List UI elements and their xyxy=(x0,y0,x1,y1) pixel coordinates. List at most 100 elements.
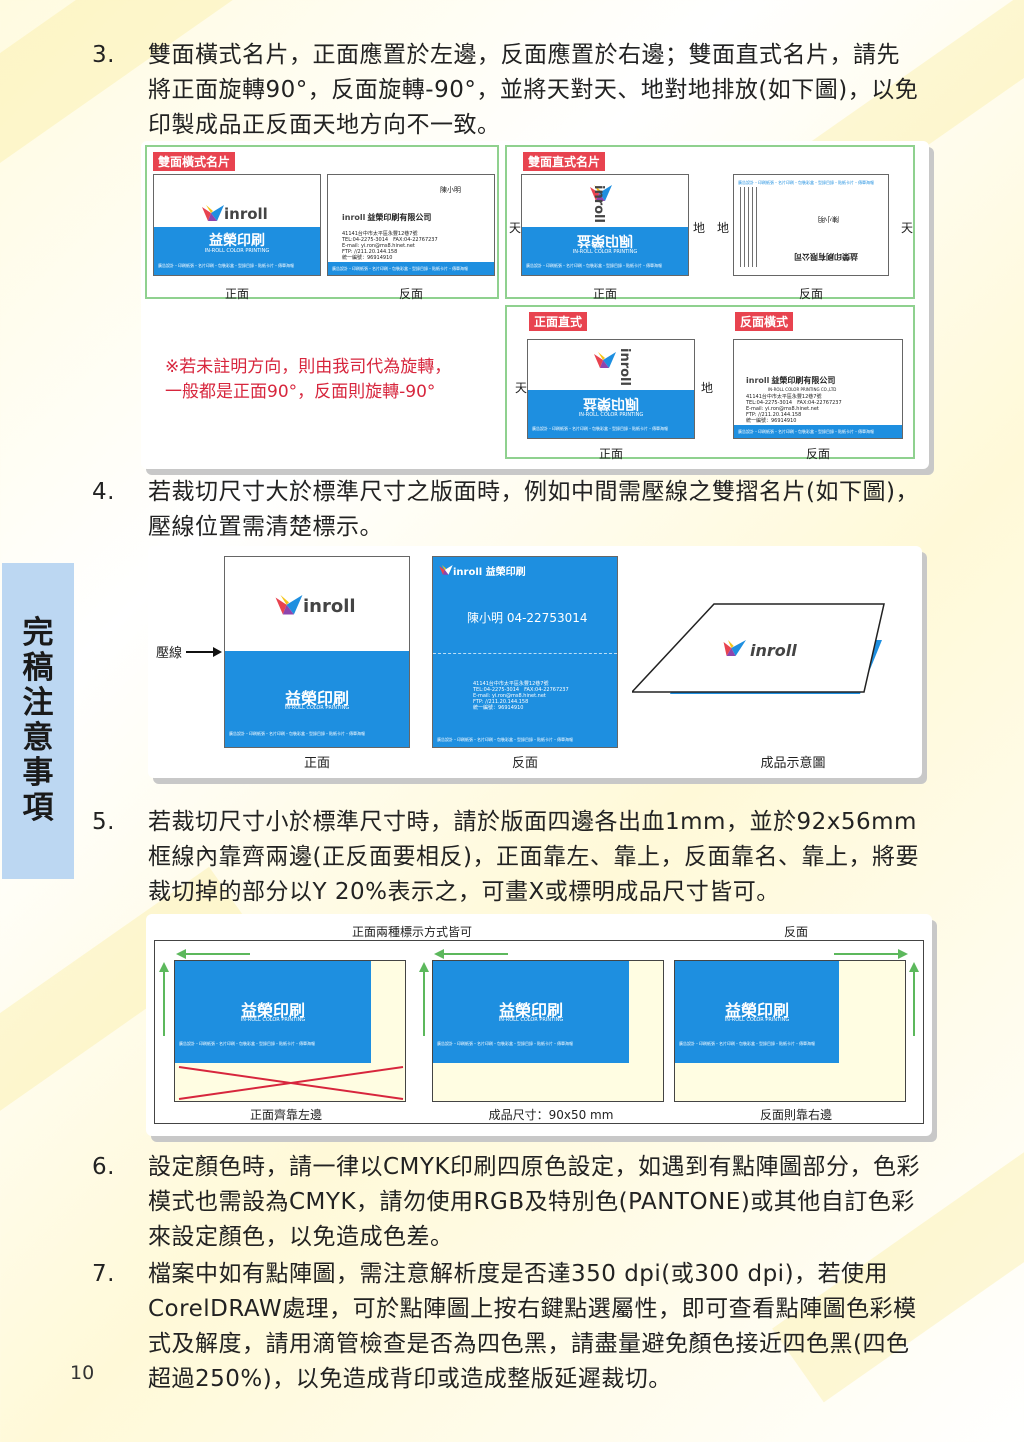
company-name: 益榮印刷有限公司 xyxy=(367,213,432,222)
unified-number: 統一編號：96914910 xyxy=(473,705,524,711)
bleed-area-size: 益榮印刷 IN-ROLL COLOR PRINTING 廣告設計・印刷紙張・名片… xyxy=(432,960,664,1102)
services-line: 廣告設計・印刷紙張・名片印刷・包裝彩盒・型錄目錄・貼紙卡片・傳單海報 xyxy=(526,263,662,268)
email-line: E-mail: yi.ron@ms8.hinet.net xyxy=(342,243,415,249)
back-contact: 陳小明 04-22753014 xyxy=(467,611,588,625)
logo: inroll xyxy=(275,595,356,617)
card-back-horizontal: inroll 益榮印刷有限公司 IN-ROLL COLOR PRINTING C… xyxy=(733,339,903,439)
item-text: 若裁切尺寸小於標準尺寸時，請於版面四邊各出血1mm，並於92x56mm 框線內靠… xyxy=(148,805,928,910)
text-line: CorelDRAW處理，可於點陣圖上按右鍵點選屬性，即可查看點陣圖色彩模 xyxy=(148,1296,917,1322)
logo-text: inroll xyxy=(746,376,770,385)
item-text: 設定顏色時，請一律以CMYK印刷四原色設定，如遇到有點陣圖部分，色彩 模式也需設… xyxy=(148,1150,928,1255)
brand-name: 益榮印刷 xyxy=(583,395,639,411)
services-line: 廣告設計・印刷紙張・名片印刷・包裝彩盒・型錄目錄・貼紙卡片・傳單海報 xyxy=(437,737,573,742)
services-line: 廣告設計・印刷紙張・名片印刷・包裝彩盒・型錄目錄・貼紙卡片・傳單海報 xyxy=(738,180,874,185)
arrow-left-icon xyxy=(434,949,508,959)
crease-arrow-icon xyxy=(186,647,222,657)
section-tab-char: 完 xyxy=(22,615,54,651)
brand-english: IN-ROLL COLOR PRINTING xyxy=(572,249,638,255)
ftp-line: FTP: //211.20.144.158 xyxy=(746,412,802,418)
vertical-card-frame: 雙面直式名片 天 inroll 益榮印刷 IN-ROLL COLOR PRINT… xyxy=(505,145,915,301)
brand-english: IN-ROLL COLOR PRINTING xyxy=(724,1017,790,1023)
caption-front: 正面 xyxy=(598,447,623,461)
unified-number: 統一編號：96914910 xyxy=(746,418,797,424)
company-english: IN-ROLL COLOR PRINTING CO.,LTD xyxy=(768,387,837,392)
label-sky: 天 xyxy=(901,221,914,235)
label-sky: 天 xyxy=(515,381,528,395)
logo-text: inroll xyxy=(750,641,797,660)
card-front-horizontal: inroll 益榮印刷 IN-ROLL COLOR PRINTING 廣告設計・… xyxy=(153,174,321,276)
logo-text: inroll xyxy=(303,595,356,617)
logo-header: inroll 益榮印刷 xyxy=(439,563,526,578)
text-line: 檔案中如有點陣圖，需注意解析度是否達350 dpi(或300 dpi)，若使用 xyxy=(148,1261,889,1287)
logo-text: inroll xyxy=(224,205,268,223)
blue-band: 廣告設計・印刷紙張・名片印刷・包裝彩盒・型錄目錄・貼紙卡片・傳單海報 xyxy=(734,425,902,438)
address-line: 41141台中市太平區永豐12巷7號 xyxy=(342,231,418,237)
label-back: 反面 xyxy=(783,925,808,939)
person-name: 陳小明 xyxy=(440,186,461,194)
services-line: 廣告設計・印刷紙張・名片印刷・包裝彩盒・型錄目錄・貼紙卡片・傳單海報 xyxy=(532,426,668,431)
figure-folded-card: 壓線 inroll 益榮印刷 IN-ROLL COLOR PRINTING 廣告… xyxy=(148,546,922,778)
arrow-up-icon xyxy=(159,962,169,1036)
caption-front-left: 正面齊靠左邊 xyxy=(249,1108,322,1122)
brand-name: 益榮印刷 xyxy=(209,233,265,249)
brand-name: 益榮印刷 xyxy=(284,689,349,708)
brand-english: IN-ROLL COLOR PRINTING xyxy=(204,248,270,254)
item-number: 3. xyxy=(92,42,115,68)
brand-english: IN-ROLL COLOR PRINTING xyxy=(578,412,644,418)
arrow-up-icon xyxy=(419,962,429,1036)
item-number: 6. xyxy=(92,1154,115,1180)
caption-back: 反面 xyxy=(398,287,423,301)
services-line: 廣告設計・印刷紙張・名片印刷・包裝彩盒・型錄目錄・貼紙卡片・傳單海報 xyxy=(738,429,874,434)
rotated-text-block xyxy=(740,187,760,267)
caption-back-right: 反面則靠右邊 xyxy=(759,1108,832,1122)
crease-line xyxy=(433,653,617,654)
text-line: 若裁切尺寸大於標準尺寸之版面時，例如中間需壓線之雙摺名片(如下圖)， xyxy=(148,479,919,505)
services-line: 廣告設計・印刷紙張・名片印刷・包裝彩盒・型錄目錄・貼紙卡片・傳單海報 xyxy=(179,1041,315,1046)
company-name: 益榮印刷有限公司 xyxy=(794,252,858,261)
item-number: 5. xyxy=(92,809,115,835)
folded-result-illustration: inroll xyxy=(632,603,885,694)
caption-front: 正面 xyxy=(303,756,330,771)
tag-vertical: 雙面直式名片 xyxy=(523,152,606,171)
bleed-area-right: 益榮印刷 IN-ROLL COLOR PRINTING 廣告設計・印刷紙張・名片… xyxy=(674,960,906,1102)
caption-result: 成品示意圖 xyxy=(760,756,826,771)
mixed-orientation-frame: 正面直式 反面橫式 天 inroll 益榮印刷 IN-ROLL COLOR PR… xyxy=(505,305,915,461)
folded-card-front: inroll 益榮印刷 IN-ROLL COLOR PRINTING 廣告設計・… xyxy=(224,556,410,748)
back-header-text: inroll 益榮印刷 xyxy=(453,567,526,578)
note-line: ※若未註明方向，則由我司代為旋轉， xyxy=(165,357,452,377)
tag-horizontal: 雙面橫式名片 xyxy=(153,152,236,171)
logo-text: inroll xyxy=(342,213,366,222)
card-front-vertical: inroll 益榮印刷 IN-ROLL COLOR PRINTING 廣告設計・… xyxy=(527,339,695,439)
caption-front: 正面 xyxy=(224,287,249,301)
text-line: 將正面旋轉90°，反面旋轉-90°，並將天對天、地對地排放(如下圖)，以免 xyxy=(148,77,919,103)
caption-size: 成品尺寸：90x50 mm xyxy=(488,1108,614,1122)
card-front-rotated: inroll 益榮印刷 IN-ROLL COLOR PRINTING 廣告設計・… xyxy=(521,174,689,276)
card-blue: 益榮印刷 IN-ROLL COLOR PRINTING 廣告設計・印刷紙張・名片… xyxy=(433,961,629,1063)
logo-small: inroll 益榮印刷有限公司 xyxy=(342,213,431,222)
bleed-area-left: 益榮印刷 IN-ROLL COLOR PRINTING 廣告設計・印刷紙張・名片… xyxy=(174,960,406,1102)
tel-line: TEL:04-2275-3014 FAX:04-22767237 xyxy=(342,237,438,243)
item-number: 7. xyxy=(92,1261,115,1287)
blue-band: 益榮印刷 IN-ROLL COLOR PRINTING 廣告設計・印刷紙張・名片… xyxy=(225,651,409,747)
figure-bleed: 正面兩種標示方式皆可 反面 益榮印刷 IN-ROLL COLOR PRINTIN… xyxy=(146,914,932,1136)
address-line: 41141台中市太平區永豐12巷7號 xyxy=(746,394,822,400)
caption-back: 反面 xyxy=(511,756,538,771)
services-line: 廣告設計・印刷紙張・名片印刷・包裝彩盒・型錄目錄・貼紙卡片・傳單海報 xyxy=(332,266,468,271)
logo-text: inroll xyxy=(617,348,632,386)
brand-name: 益榮印刷 xyxy=(724,1001,789,1020)
text-line: 式及解度，請用滴管檢查是否為四色黑，請盡量避免顏色接近四色黑(四色 xyxy=(148,1331,910,1357)
tag-back-horizontal: 反面橫式 xyxy=(735,312,794,331)
caption-front: 正面 xyxy=(592,287,617,301)
person-name: 陳小明 xyxy=(818,215,839,223)
company-name: 益榮印刷有限公司 xyxy=(771,376,836,385)
logo-rotated xyxy=(590,185,612,203)
services-line: 廣告設計・印刷紙張・名片印刷・包裝彩盒・型錄目錄・貼紙卡片・傳單海報 xyxy=(229,731,365,736)
brand-name: 益榮印刷 xyxy=(498,1001,563,1020)
item-text: 檔案中如有點陣圖，需注意解析度是否達350 dpi(或300 dpi)，若使用 … xyxy=(148,1257,928,1397)
arrow-left-icon xyxy=(176,949,250,959)
item-text: 雙面橫式名片，正面應置於左邊，反面應置於右邊；雙面直式名片，請先 將正面旋轉90… xyxy=(148,38,928,143)
label-ground: 地 xyxy=(693,221,706,235)
card-blue: 益榮印刷 IN-ROLL COLOR PRINTING 廣告設計・印刷紙張・名片… xyxy=(675,961,839,1063)
text-line: 裁切掉的部分以Y 20%表示之，可畫X或標明成品尺寸皆可。 xyxy=(148,879,780,905)
logo: inroll xyxy=(202,205,268,223)
